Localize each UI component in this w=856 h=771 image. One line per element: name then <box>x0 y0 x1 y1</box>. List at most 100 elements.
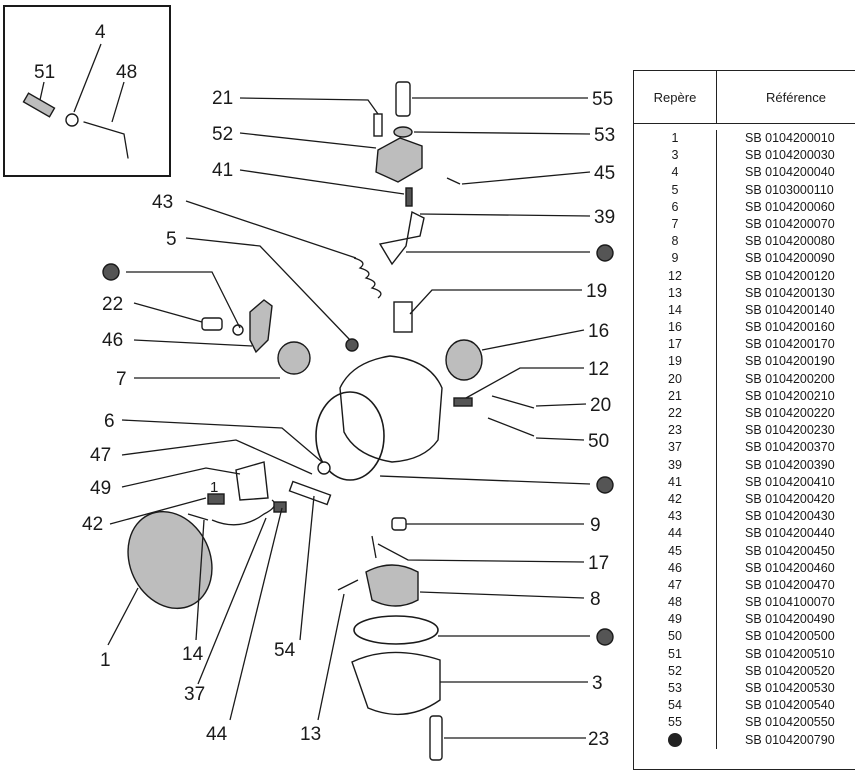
reference-cell: SB 0104200130 <box>745 285 835 300</box>
reference-cell: SB 0104200410 <box>745 474 835 489</box>
reference-cell: SB 0103000110 <box>745 182 834 197</box>
reference-cell: SB 0104200190 <box>745 354 835 369</box>
repere-cell: 22 <box>668 406 682 420</box>
repere-cell: 12 <box>668 268 682 283</box>
reference-cell: SB 0104200040 <box>745 165 835 180</box>
repere-cell: 55 <box>668 715 682 730</box>
callout-37: 37 <box>184 684 205 705</box>
part-9-screw <box>391 517 407 531</box>
callout-50: 50 <box>588 431 609 452</box>
part-7-gear <box>277 341 311 375</box>
repere-cell: 41 <box>668 474 682 489</box>
repere-cell: 51 <box>668 646 682 661</box>
callout-7: 7 <box>116 369 127 390</box>
repere-cell: 21 <box>668 388 682 403</box>
repere-cell: 46 <box>668 560 682 575</box>
part-float-gasket <box>353 615 439 645</box>
repere-cell: 49 <box>668 612 682 627</box>
repere-cell: 44 <box>668 526 682 541</box>
reference-cell: SB 0104200510 <box>745 646 835 661</box>
reference-cell: SB 0104200420 <box>745 491 835 506</box>
reference-cell: SB 0104200470 <box>745 577 835 592</box>
reference-cell: SB 0104200370 <box>745 440 835 455</box>
repere-cell: 13 <box>668 285 682 300</box>
reference-cell: SB 0104200430 <box>745 509 835 524</box>
callout-13: 13 <box>300 724 321 745</box>
callout-21: 21 <box>212 88 233 109</box>
part-20-screw <box>491 395 535 409</box>
reference-cell: SB 0104100070 <box>745 595 835 610</box>
part-50-screw <box>487 417 535 437</box>
callout-41: 41 <box>212 160 233 181</box>
callout-5: 5 <box>166 229 177 250</box>
callout-47: 47 <box>90 445 111 466</box>
callout-9: 9 <box>590 515 601 536</box>
repere-cell: 1 <box>671 131 679 145</box>
header-reference: Référence <box>766 89 826 105</box>
callout-43: 43 <box>152 192 173 213</box>
part-45-clip <box>446 177 461 185</box>
callout-44: 44 <box>206 724 228 745</box>
callout-39: 39 <box>594 207 615 228</box>
part-53-washer <box>393 126 413 138</box>
reference-cell: SB 0104200390 <box>745 457 835 472</box>
repere-cell: 45 <box>668 543 682 558</box>
part-body-gasket <box>315 391 385 481</box>
repere-cell: 16 <box>668 320 682 335</box>
table-header: Repère Référence <box>634 71 855 124</box>
part-52-cover <box>375 137 423 183</box>
reference-cell: SB 0104200060 <box>745 199 835 214</box>
callout-small-1: 1 <box>210 479 218 496</box>
part-23-screw <box>429 715 443 761</box>
repere-cell: 43 <box>668 509 682 524</box>
repere-cell: 8 <box>671 234 679 249</box>
repere-cell: 14 <box>668 302 682 317</box>
inset-part-51 <box>22 92 56 118</box>
part-39-lever <box>378 210 425 266</box>
repere-cell: 47 <box>668 577 682 592</box>
repere-cell: 6 <box>671 199 679 214</box>
reference-cell: SB 0104200140 <box>745 302 835 317</box>
reference-cell: SB 0104200010 <box>745 131 835 145</box>
reference-cell: SB 0104200120 <box>745 268 835 283</box>
bullet-icon <box>668 733 682 748</box>
repere-cell: 39 <box>668 457 682 472</box>
callout-22: 22 <box>102 294 123 315</box>
part-46-lever <box>249 299 273 354</box>
part-54-tube <box>288 480 332 506</box>
callout-49: 49 <box>90 478 111 499</box>
part-44-spring <box>273 501 287 513</box>
part-21-screw <box>373 113 383 137</box>
repere-cell <box>634 732 716 749</box>
callout-20: 20 <box>590 395 611 416</box>
reference-cell: SB 0104200790 <box>745 732 835 747</box>
callout-48: 48 <box>116 62 137 83</box>
reference-cell: SB 0104200460 <box>745 560 835 575</box>
repere-cell: 52 <box>668 663 682 678</box>
repere-cell: 23 <box>668 423 682 438</box>
reference-cell: SB 0104200080 <box>745 234 835 249</box>
reference-cell: SB 0104200220 <box>745 406 835 420</box>
reference-cell: SB 0104200490 <box>745 612 835 627</box>
repere-cell: 50 <box>668 629 682 644</box>
callout-17: 17 <box>588 553 609 574</box>
header-repere: Repère <box>634 71 717 123</box>
part-dot-body <box>596 476 614 494</box>
reference-cell: SB 0104200450 <box>745 543 835 558</box>
part-dot-top <box>102 263 120 281</box>
callout-55: 55 <box>592 89 613 110</box>
repere-cell: 54 <box>668 698 682 713</box>
inset-box <box>3 5 171 177</box>
part-42-spring <box>207 493 225 505</box>
repere-cell: 4 <box>671 165 679 180</box>
inset-part-4 <box>65 113 79 127</box>
callout-1: 1 <box>100 650 111 671</box>
repere-cell: 17 <box>668 337 682 352</box>
callout-6: 6 <box>104 411 115 432</box>
repere-cell: 37 <box>668 440 682 455</box>
reference-cell: SB 0104200090 <box>745 251 835 266</box>
callout-46: 46 <box>102 330 123 351</box>
